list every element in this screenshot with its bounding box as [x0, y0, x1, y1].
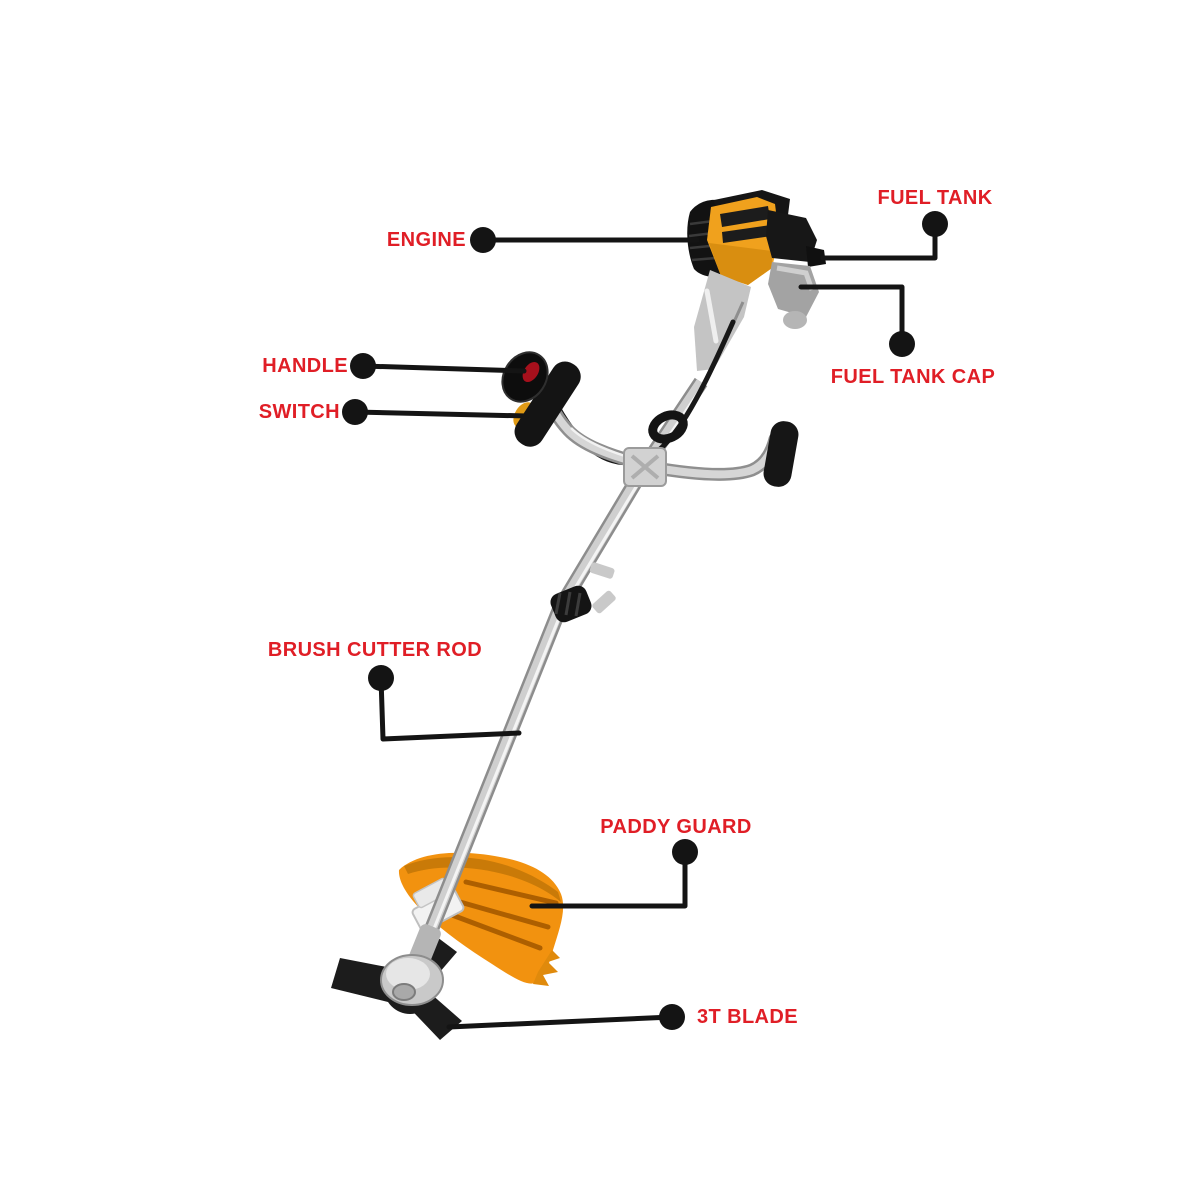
label-brush-cutter-rod: BRUSH CUTTER ROD [267, 639, 483, 661]
engine-boot-highlight [704, 288, 719, 344]
handle-grip-part [501, 351, 581, 447]
callout-handle [350, 353, 527, 379]
label-blade-3t: 3T BLADE [697, 1006, 798, 1028]
label-paddy-guard: PADDY GUARD [600, 816, 752, 838]
label-fuel-tank: FUEL TANK [877, 187, 993, 209]
label-fuel-tank-cap: FUEL TANK CAP [830, 366, 996, 388]
engine-cover-stripe-1 [720, 206, 770, 227]
blade-arm-left [331, 958, 392, 1002]
gear-head [380, 924, 444, 1006]
paddy-guard-top-edge [404, 857, 561, 902]
callout-fuel-tank [820, 211, 948, 261]
engine-shaft-boot [694, 270, 751, 371]
engine-muffler-highlight [776, 265, 815, 291]
engine-part [687, 190, 826, 371]
label-engine: ENGINE [386, 229, 466, 251]
label-handle: HANDLE [262, 355, 348, 377]
callout-brush-cutter-rod [368, 665, 522, 742]
handlebar-clamp-detail [630, 454, 660, 480]
handlebar-right-tube [643, 432, 782, 481]
engine-cover-shade [709, 243, 772, 285]
coupling-ribs [554, 591, 582, 617]
paddy-guard-ribs [443, 879, 559, 951]
shaft-coupling [550, 562, 616, 623]
grip-body [514, 361, 581, 447]
engine-fuel-port [806, 246, 826, 267]
shaft-strap-clamp [648, 410, 688, 444]
paddy-guard-jagged-edge [533, 950, 560, 986]
callout-blade-3t-dot [659, 1004, 685, 1030]
callout-fuel-tank-dot [922, 211, 948, 237]
engine-cover-stripe-2 [722, 225, 772, 243]
engine-air-box [766, 210, 817, 262]
callout-switch [342, 399, 530, 425]
engine-lower-boss [783, 311, 807, 329]
callout-paddy-guard-dot [672, 839, 698, 865]
label-switch: SWITCH [258, 401, 340, 423]
callout-blade-3t [446, 1004, 685, 1030]
switch-button [522, 362, 540, 382]
handlebar [542, 391, 799, 487]
callout-brush-cutter-rod-dot [368, 665, 394, 691]
callout-handle-dot [350, 353, 376, 379]
callouts [342, 211, 948, 1030]
callout-fuel-tank-cap-dot [889, 331, 915, 357]
gear-head-bolt [392, 983, 416, 1001]
callout-paddy-guard [529, 839, 698, 909]
right-grip [763, 421, 799, 487]
callout-engine [470, 227, 700, 253]
callout-engine-dot [470, 227, 496, 253]
callout-fuel-tank-cap [798, 284, 915, 357]
callout-switch-dot [342, 399, 368, 425]
shaft-rod [421, 377, 708, 941]
